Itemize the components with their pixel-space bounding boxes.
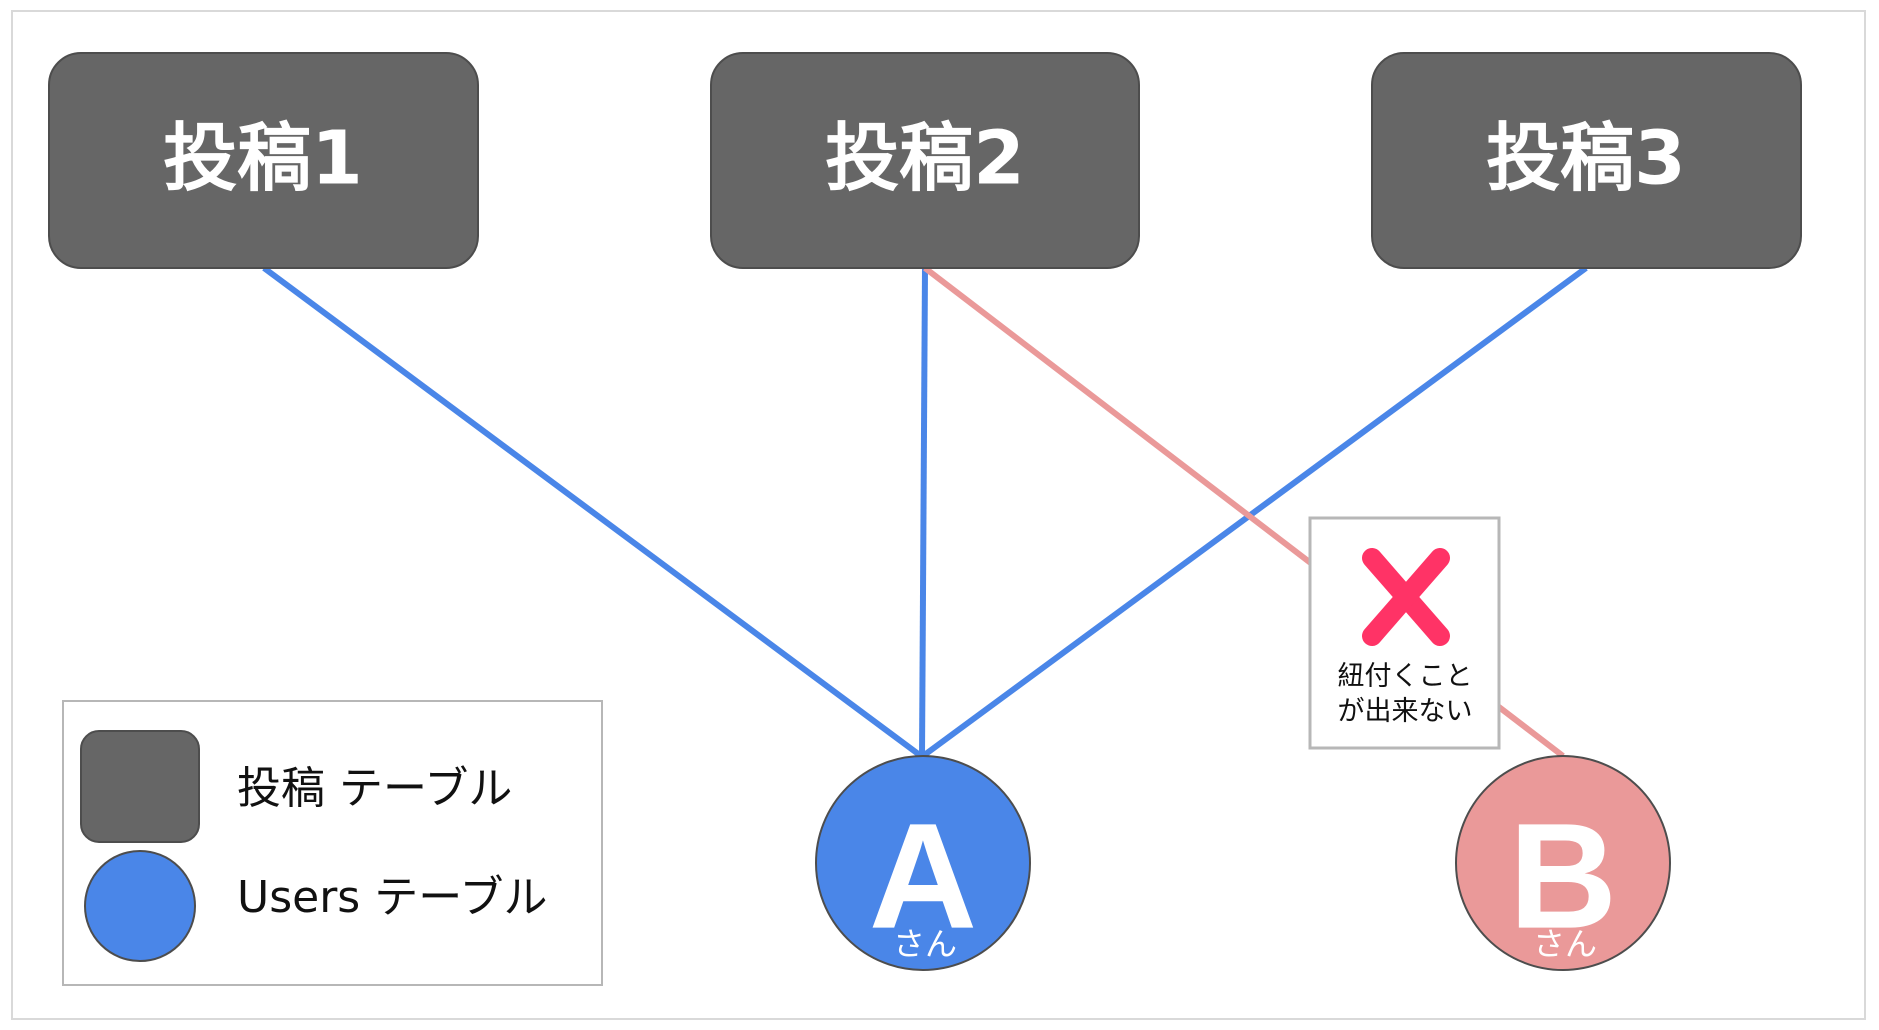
post-label-3: 投稿3	[1486, 116, 1686, 202]
link-post3-a	[921, 265, 1588, 759]
post-label-2: 投稿2	[825, 116, 1025, 202]
legend-users-label: Users テーブル	[237, 872, 548, 923]
user-node-a: A さん	[815, 755, 1031, 971]
legend-post-label: 投稿 テーブル	[237, 763, 512, 814]
blocked-note: 紐付くこと が出来ない	[1308, 516, 1501, 750]
post-box-3: 投稿3	[1371, 52, 1802, 269]
legend: 投稿 テーブル Users テーブル	[62, 700, 603, 986]
user-suffix-a: さん	[893, 925, 957, 963]
note-line-1: 紐付くこと	[1338, 661, 1473, 692]
note-line-2: が出来ない	[1338, 696, 1473, 727]
post-label-1: 投稿1	[163, 116, 363, 202]
diagram-frame	[11, 10, 1866, 1020]
cross-icon	[1362, 548, 1450, 646]
link-post2-a	[919, 267, 928, 757]
legend-user-swatch	[84, 850, 196, 962]
legend-post-swatch	[80, 730, 200, 843]
link-post1-a	[262, 265, 923, 759]
user-suffix-b: さん	[1533, 925, 1597, 963]
post-box-2: 投稿2	[710, 52, 1140, 269]
user-letter-b: B	[1509, 792, 1617, 960]
user-node-b: B さん	[1455, 755, 1671, 971]
user-letter-a: A	[869, 792, 977, 960]
post-box-1: 投稿1	[48, 52, 479, 269]
